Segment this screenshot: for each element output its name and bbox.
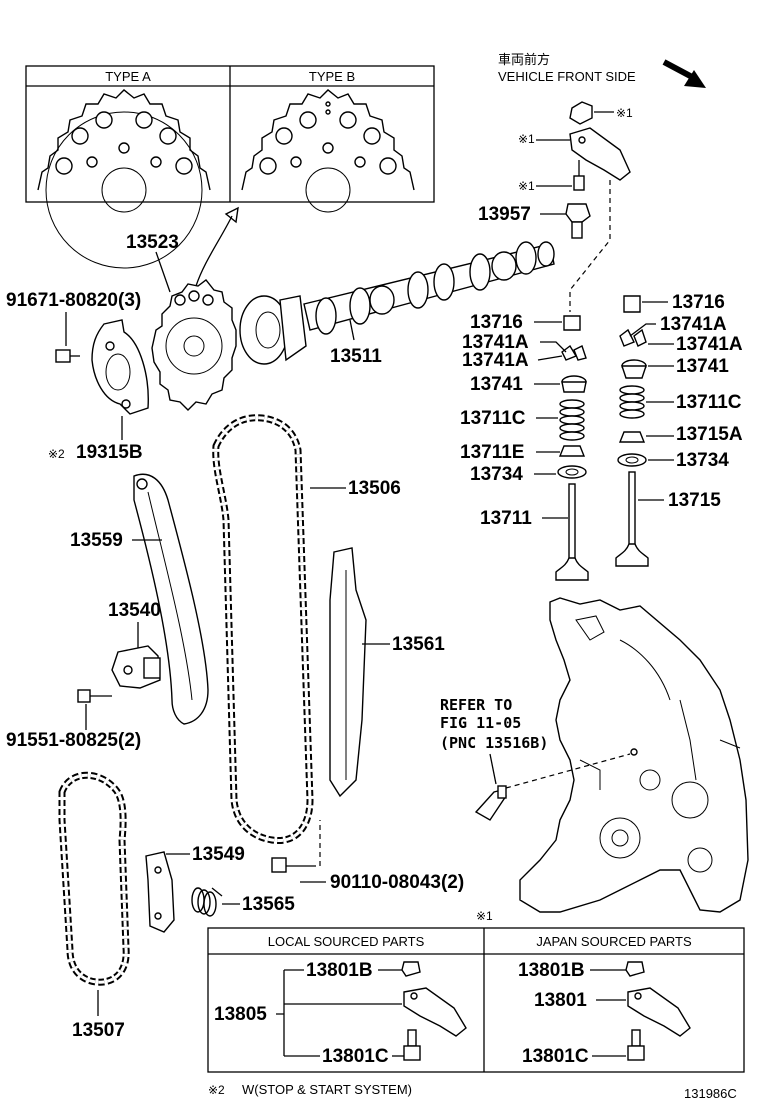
valve-train-right <box>615 295 649 567</box>
local-sourced-header: LOCAL SOURCED PARTS <box>268 934 425 949</box>
label-13506: 13506 <box>348 478 401 499</box>
local-label-13805: 13805 <box>214 1004 267 1025</box>
chain-guide-13559 <box>133 473 209 725</box>
japan-bolt-icon <box>627 1029 645 1061</box>
refer-line-3: (PNC 13516B) <box>440 734 548 752</box>
label-13716-left: 13716 <box>470 312 523 333</box>
label-13957: 13957 <box>478 204 531 225</box>
label-13741a-left-2: 13741A <box>462 350 529 371</box>
japan-label-13801: 13801 <box>534 990 587 1011</box>
bottom-table-note-mark: ※1 <box>476 909 493 923</box>
local-rocker-arm-icon <box>403 987 467 1037</box>
sourced-parts-table: LOCAL SOURCED PARTS JAPAN SOURCED PARTS … <box>207 927 745 1073</box>
note-mark-1-c: ※1 <box>518 179 535 193</box>
label-13523: 13523 <box>126 232 179 253</box>
label-13715: 13715 <box>668 490 721 511</box>
label-13734-right: 13734 <box>676 450 729 471</box>
refer-line-2: FIG 11-05 <box>440 714 521 732</box>
chain-damper-13549 <box>145 851 175 933</box>
engine-block-outline <box>519 597 749 913</box>
chain-tensioner-13540 <box>111 645 161 689</box>
label-13715a: 13715A <box>676 424 743 445</box>
diagram-id: 131986C <box>684 1086 737 1101</box>
type-a-label: TYPE A <box>105 69 151 84</box>
plate-19315b <box>91 319 149 415</box>
type-comparison-box: TYPE A TYPE B <box>25 65 435 269</box>
cam-sprocket-13523 <box>151 206 239 411</box>
label-91551: 91551-80825(2) <box>6 730 141 751</box>
label-13549: 13549 <box>192 844 245 865</box>
bolt-91671-icon <box>55 349 80 363</box>
label-13511: 13511 <box>330 346 382 367</box>
footnote-mark: ※2 <box>208 1083 225 1097</box>
label-19315b: 19315B <box>76 442 143 463</box>
bolt-91551-icon <box>77 689 112 703</box>
rocker-arm-assembly-top <box>569 101 631 191</box>
label-13741-left: 13741 <box>470 374 523 395</box>
sprocket-type-b-icon <box>241 89 415 213</box>
japan-sourced-header: JAPAN SOURCED PARTS <box>536 934 692 949</box>
oil-pipe-icon <box>474 785 507 821</box>
camshaft-13511 <box>239 241 555 365</box>
japan-label-13801b: 13801B <box>518 960 585 981</box>
label-13565: 13565 <box>242 894 295 915</box>
note-mark-2-19315b: ※2 <box>48 447 65 461</box>
label-13711e: 13711E <box>460 442 524 463</box>
local-bolt-icon <box>403 1029 421 1061</box>
label-13559: 13559 <box>70 530 123 551</box>
label-13741a-right-2: 13741A <box>676 334 743 355</box>
label-13741a-left-1: 13741A <box>462 332 529 353</box>
label-13741-right: 13741 <box>676 356 729 377</box>
label-13711c-right: 13711C <box>676 392 742 413</box>
adjuster-13957-icon <box>565 203 591 239</box>
sprocket-type-a-icon <box>37 89 211 269</box>
footnote-text: W(STOP & START SYSTEM) <box>242 1082 412 1097</box>
spring-13565-icon <box>191 887 223 917</box>
vehicle-front-jp: 車両前方 <box>498 52 550 67</box>
front-arrow-icon <box>662 59 706 88</box>
local-label-13801c: 13801C <box>322 1046 389 1067</box>
label-90110: 90110-08043(2) <box>330 872 464 893</box>
vehicle-front-en: VEHICLE FRONT SIDE <box>498 69 636 84</box>
label-13716-right: 13716 <box>672 292 725 313</box>
label-13734-left: 13734 <box>470 464 523 485</box>
oil-pump-chain-13507 <box>58 771 130 986</box>
local-label-13801b: 13801B <box>306 960 373 981</box>
label-13561: 13561 <box>392 634 445 655</box>
label-91671: 91671-80820(3) <box>6 290 141 311</box>
note-mark-1-b: ※1 <box>518 132 535 146</box>
vehicle-front-indicator: 車両前方 VEHICLE FRONT SIDE <box>498 52 706 88</box>
type-b-label: TYPE B <box>309 69 355 84</box>
valve-train-left <box>555 315 589 581</box>
timing-chain-13506 <box>212 414 314 845</box>
chain-guide-13561 <box>329 547 367 798</box>
refer-line-1: REFER TO <box>440 696 512 714</box>
label-13711c-left: 13711C <box>460 408 526 429</box>
japan-label-13801c: 13801C <box>522 1046 589 1067</box>
japan-rocker-arm-icon <box>627 987 691 1037</box>
label-13540: 13540 <box>108 600 161 621</box>
note-mark-1-a: ※1 <box>616 106 633 120</box>
bolt-90110-icon <box>271 857 316 873</box>
label-13507: 13507 <box>72 1020 125 1041</box>
label-13741a-right-1: 13741A <box>660 314 727 335</box>
label-13711: 13711 <box>480 508 532 529</box>
